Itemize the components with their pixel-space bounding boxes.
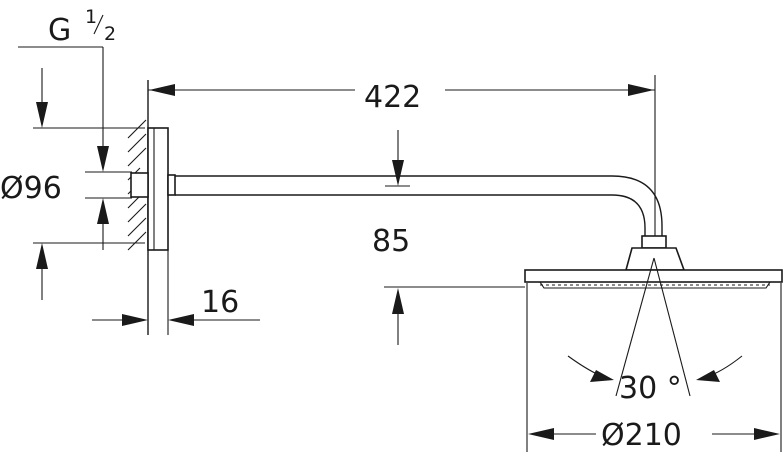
- flange-depth-label: 16: [201, 285, 239, 320]
- flange-rosette: [147, 127, 169, 251]
- dim-head-diameter: [526, 283, 782, 452]
- angle-arrow-left: [590, 370, 614, 382]
- arm-projection-label: 422: [364, 80, 421, 115]
- thread-numerator: 1: [85, 6, 97, 28]
- shower-arm: [175, 175, 663, 236]
- flange-diameter-label: Ø96: [0, 171, 62, 206]
- thread-g-text: G: [48, 13, 71, 48]
- dim-422-arrow-left: [149, 84, 175, 96]
- thread-label: G 1 2: [48, 6, 116, 48]
- dim-422-arrow-right: [628, 84, 654, 96]
- flange-collar: [167, 174, 176, 196]
- thread-connector: [130, 172, 149, 198]
- shower-head-plate: [524, 269, 783, 283]
- dim-210-arrow-left: [528, 428, 554, 440]
- dim-arm-projection: [148, 75, 656, 236]
- dim-85-arrow-top: [392, 160, 404, 186]
- wall-section: [127, 80, 149, 335]
- dim-swivel-angle: [567, 257, 743, 397]
- dim-flange-diameter: [33, 68, 145, 300]
- dim-16-arrow-right: [168, 314, 194, 326]
- dim-flange-depth: [92, 250, 260, 335]
- dim-210-arrow-right: [754, 428, 780, 440]
- arm-height-label: 85: [372, 224, 410, 259]
- dim-arm-height: [384, 130, 525, 345]
- thread-denominator: 2: [104, 23, 116, 45]
- dim-thread: [18, 46, 132, 250]
- thread-arrow-top: [97, 146, 109, 172]
- swivel-joint: [624, 247, 686, 271]
- swivel-angle-label: 30 °: [619, 371, 682, 406]
- shower-head-assembly: [524, 235, 783, 289]
- head-diameter-label: Ø210: [601, 418, 682, 453]
- dim-96-arrow-top: [36, 102, 48, 128]
- dim-96-arrow-bottom: [36, 243, 48, 269]
- dim-16-arrow-left: [122, 314, 148, 326]
- arm-top-edge: [175, 175, 663, 236]
- angle-arrow-right: [696, 370, 720, 382]
- arm-bottom-edge: [175, 194, 646, 236]
- thread-fraction-slash: [93, 14, 104, 35]
- dim-85-arrow-bottom: [392, 288, 404, 314]
- joint-nut: [641, 235, 667, 249]
- thread-arrow-bottom: [97, 198, 109, 224]
- wall-flange: [130, 127, 176, 251]
- angle-line-left: [615, 257, 655, 397]
- shower-head-face: [538, 281, 772, 289]
- angle-line-right: [653, 257, 691, 397]
